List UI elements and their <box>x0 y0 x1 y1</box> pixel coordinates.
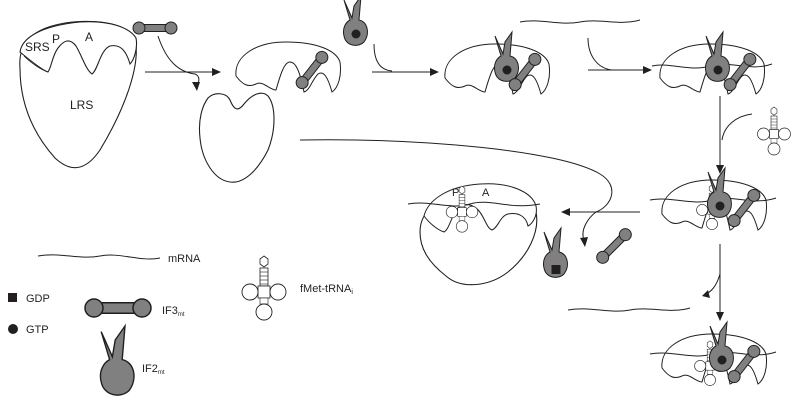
legend-trna-label: fMet-tRNAi <box>300 283 353 296</box>
a-site-label: A <box>85 30 93 44</box>
srs-label: SRS <box>25 40 50 54</box>
complex-initiation-ssu <box>649 321 777 386</box>
if3-incoming <box>132 21 178 35</box>
ribosome-55s: SRS P A LRS <box>19 20 138 169</box>
complex-ssu-if3 <box>235 41 342 93</box>
complex-55s-initiation: P A <box>407 183 541 286</box>
p-site-label: P <box>52 32 60 46</box>
arrow-step-6 <box>561 208 640 247</box>
legend-if3-label: IF3mt <box>162 305 185 318</box>
fmet-trna-incoming <box>757 106 791 156</box>
legend-mrna: mRNA <box>37 253 201 265</box>
complex-preinitiation <box>649 167 777 231</box>
legend-if2: IF2mt <box>99 325 165 396</box>
legend-gdp-label: GDP <box>26 293 50 305</box>
legend-if3: IF3mt <box>84 298 185 318</box>
final-a-site-label: A <box>482 187 490 199</box>
legend-if2-label: IF2mt <box>142 363 165 376</box>
lrs-label: LRS <box>70 98 93 112</box>
final-p-site-label: P <box>452 187 459 199</box>
mrna-outgoing <box>567 307 691 312</box>
gtp-circle-icon <box>8 324 18 334</box>
legend-mrna-label: mRNA <box>168 253 201 265</box>
arrow-step-3 <box>587 37 652 74</box>
legend-fmet-trna: fMet-tRNAi <box>241 255 353 321</box>
arrow-step-2 <box>372 43 439 76</box>
legend: mRNA GDP GTP IF3mt IF2mt fMet-tRNAi <box>8 253 353 396</box>
arrow-step-1 <box>145 35 221 91</box>
gdp-square-icon <box>8 293 17 302</box>
complex-ssu-mrna-if3-if2 <box>651 31 773 95</box>
large-subunit-return-path <box>299 139 613 213</box>
if2-gdp-released <box>542 227 568 278</box>
legend-gdp: GDP <box>8 293 50 305</box>
mrna-incoming <box>519 19 641 24</box>
arrow-step-4 <box>716 96 753 174</box>
legend-gtp-label: GTP <box>26 324 49 336</box>
if3-released <box>593 225 635 267</box>
arrow-step-5 <box>702 244 724 321</box>
if2-gtp-incoming <box>342 0 368 46</box>
large-subunit-39s <box>198 92 275 183</box>
complex-ssu-if3-if2 <box>444 31 551 95</box>
legend-gtp: GTP <box>8 324 49 336</box>
